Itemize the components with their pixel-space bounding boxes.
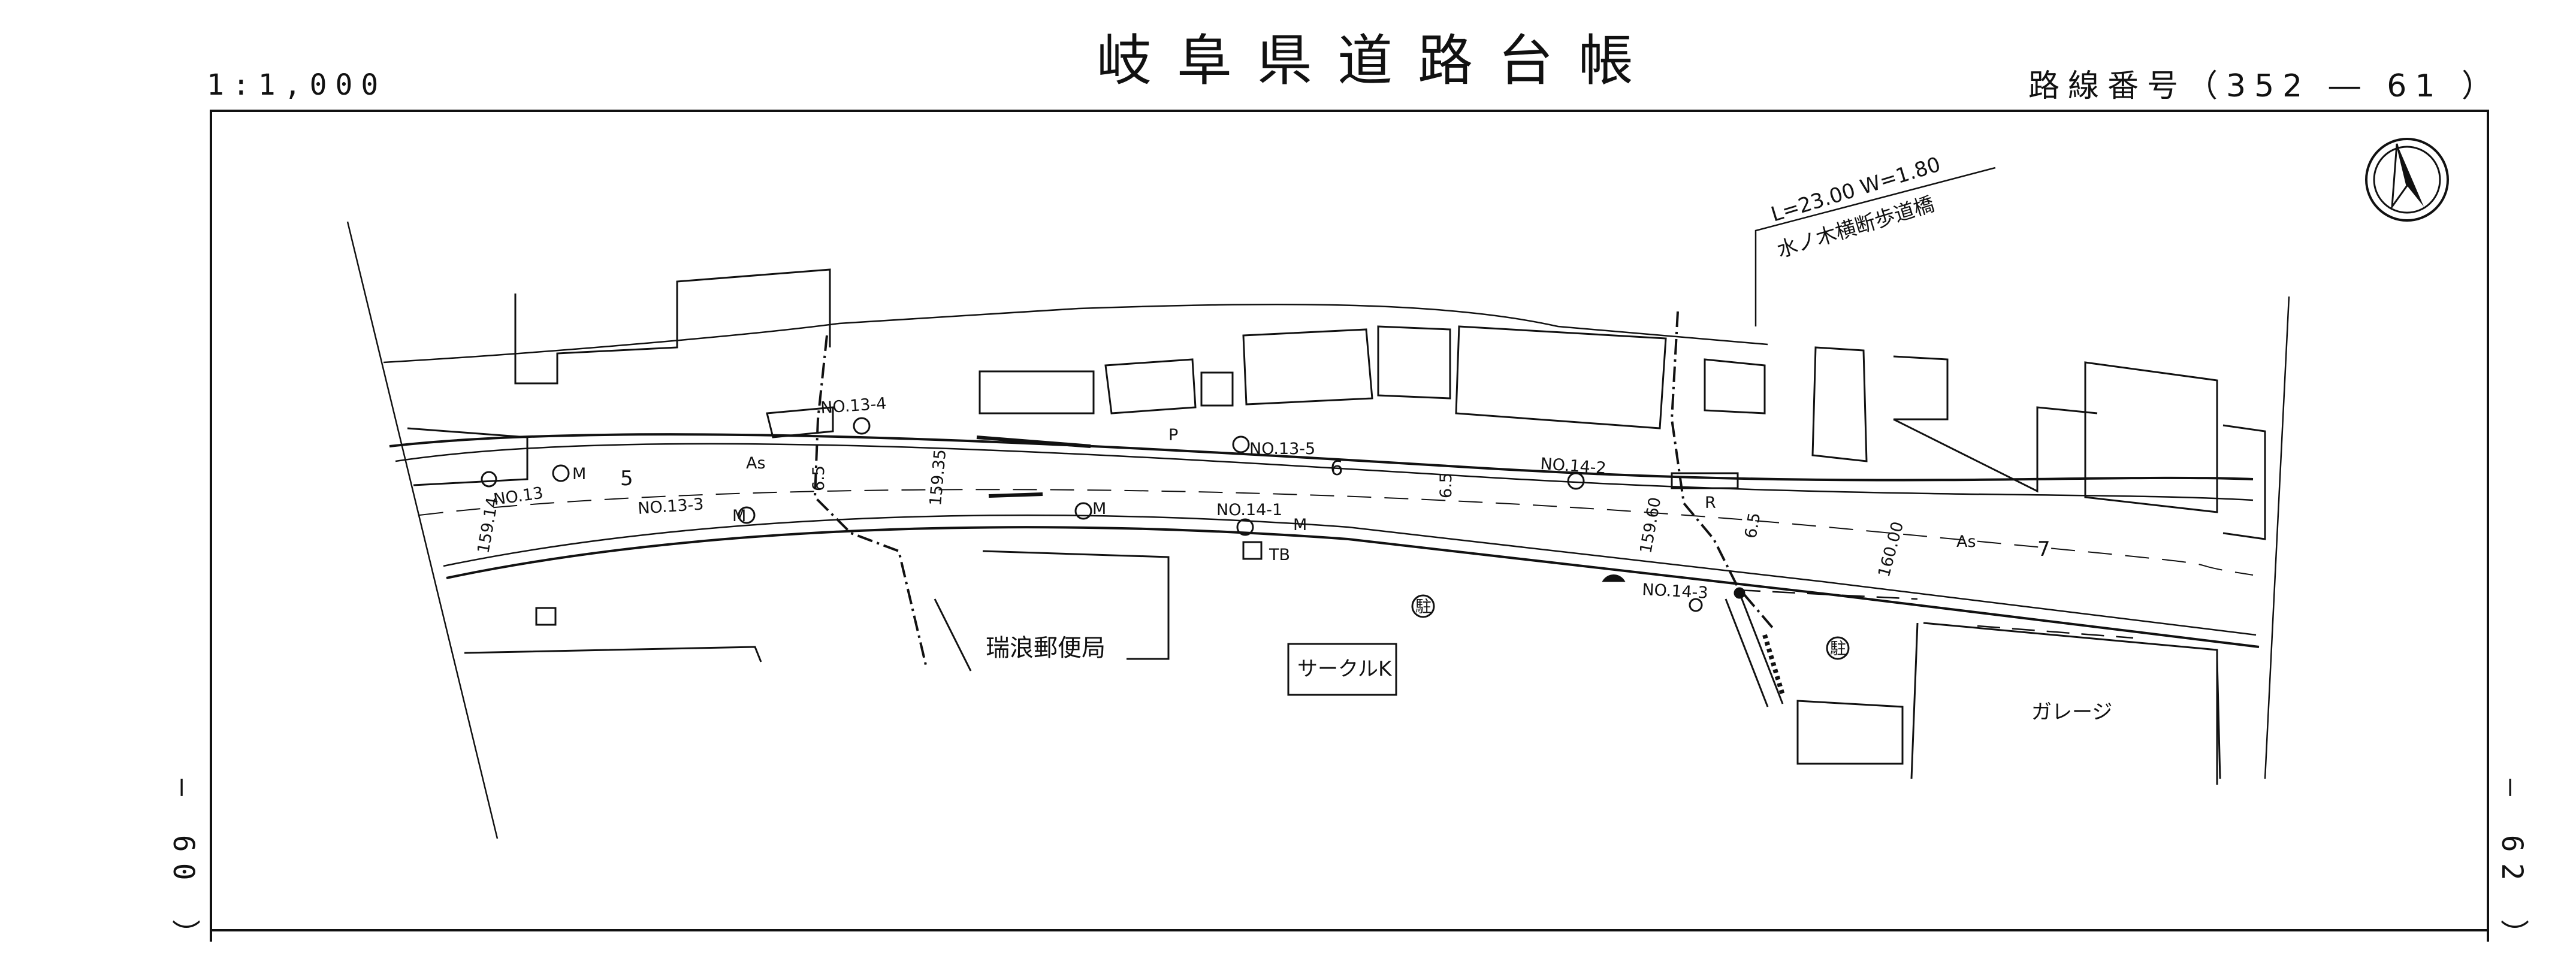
road-edges [389, 433, 2260, 648]
route-number: 路線番号（352 ― 61 ） [2028, 68, 2502, 104]
surface-labels: As As [746, 454, 1976, 551]
north-arrow-icon [2365, 138, 2449, 222]
bridge-annotation: L=23.00 W=1.80 水ノ木横断歩道橋 [1768, 153, 1943, 263]
station-no13-5: NO.13-5 [1249, 440, 1315, 458]
width-labels: 6.5 6.5 6.5 [810, 465, 1764, 540]
width-3: 6.5 [1741, 512, 1764, 540]
map-title: 岐阜県道路台帳 [1097, 29, 1659, 93]
surface-as-1: As [746, 454, 766, 473]
station-labels: NO.13 NO.13-3 NO.13-4 NO.13-5 NO.14-1 NO… [493, 394, 1709, 602]
station-no14-2: NO.14-2 [1540, 455, 1607, 478]
station-no13-3: NO.13-3 [637, 495, 704, 518]
admin-boundary [813, 311, 1775, 665]
station-no14-3: NO.14-3 [1642, 580, 1709, 603]
sheet-ref-left: ― 60 ） [167, 779, 200, 959]
map-scale: 1:1,000 [207, 68, 387, 102]
building-labels: 瑞浪郵便局 サークルK ガレージ [986, 634, 2112, 724]
manhole-label-1: M [572, 465, 586, 483]
tb-label: TB [1269, 546, 1290, 564]
pole-label: P [1168, 426, 1178, 444]
elevation-3: 159.60 [1636, 496, 1665, 555]
sidewalk-lines [395, 435, 2257, 639]
width-2: 6.5 [1437, 473, 1455, 498]
width-1: 6.5 [810, 465, 828, 491]
parking-label-2: 駐 [1830, 640, 1846, 658]
garage-label: ガレージ [2031, 700, 2112, 724]
station-no14-1: NO.14-1 [1216, 501, 1282, 519]
elevation-1: 159.14 [474, 496, 502, 555]
manhole-label-4: M [1293, 516, 1307, 534]
post-office-label: 瑞浪郵便局 [986, 634, 1106, 662]
elevation-2: 159.35 [926, 449, 950, 507]
sheet-ref-right: ― 62 ） [2495, 779, 2529, 959]
elevation-4: 160.00 [1875, 520, 1907, 579]
manhole-label-2: M [732, 507, 746, 525]
station-no13-4: NO.13-4 [820, 394, 887, 418]
small-symbols [1411, 574, 1850, 660]
station-7: 7 [2037, 537, 2050, 561]
building-outlines [407, 268, 2266, 785]
symbol-labels: M M M M P TB R 駐 駐 [572, 426, 1846, 658]
manholes [481, 417, 1585, 536]
station-5: 5 [620, 467, 633, 491]
manhole-label-3: M [1092, 500, 1106, 518]
stationing-numbers: 5 6 7 [620, 456, 2050, 561]
surface-as-2: As [1956, 533, 1976, 551]
circle-k-label: サークルK [1297, 657, 1393, 681]
pedestrian-bridge [1671, 472, 1785, 707]
r-label: R [1705, 494, 1716, 512]
station-6: 6 [1330, 456, 1343, 480]
boundary-lines [346, 167, 2290, 839]
sheet-frame [210, 110, 2489, 942]
parking-label-1: 駐 [1415, 598, 1432, 616]
